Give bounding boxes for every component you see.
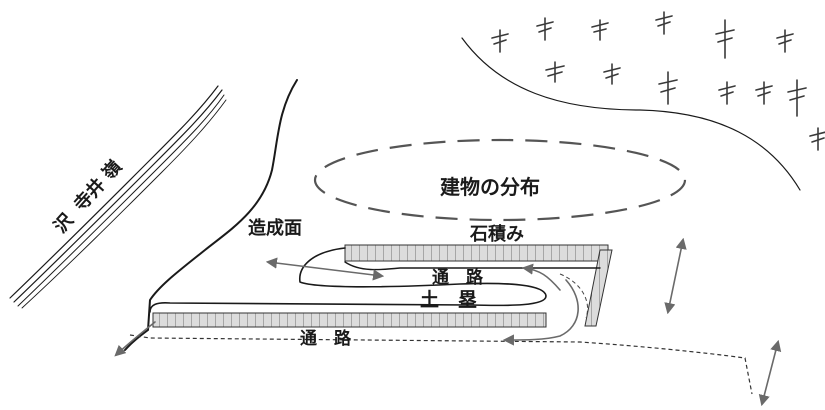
passage-upper-label: 通 路 — [432, 267, 484, 288]
tree-icon — [809, 127, 825, 151]
tree-icon — [591, 19, 609, 41]
tree-icon — [655, 11, 673, 35]
river-label: 沢 — [49, 209, 78, 238]
stream-lines — [9, 85, 227, 309]
tree-icon — [545, 61, 565, 83]
passage-dashed-curve — [559, 273, 588, 319]
double-arrow-icon — [758, 339, 782, 407]
stone-wall-right — [584, 249, 613, 327]
hillside-curve — [461, 37, 801, 191]
tree-icon — [536, 17, 554, 41]
passage-dashed-route — [129, 334, 753, 395]
earthwork-label: 土 塁 — [420, 289, 477, 311]
tree-icon — [718, 81, 736, 105]
passage-lower-label: 通 路 — [300, 328, 352, 349]
stone-wall-upper — [344, 244, 609, 262]
building-area-oval — [313, 138, 687, 222]
building-area-label: 建物の分布 — [440, 175, 540, 199]
tree-icon — [491, 29, 509, 53]
tree-icon — [755, 81, 773, 105]
arrow-icon — [502, 279, 579, 346]
tree-icon — [658, 71, 678, 105]
tree-icon — [787, 79, 807, 117]
arrow-icon — [521, 263, 561, 291]
tree-icons — [491, 11, 825, 151]
river-name-label: 寺井 嶺 — [69, 156, 126, 216]
arrow-icon — [265, 257, 385, 281]
stone-wall-lower — [152, 312, 547, 328]
graded-surface-boundary — [124, 79, 298, 351]
tree-icon — [603, 63, 621, 85]
arrow-icon — [114, 321, 156, 357]
earthwork-outline — [149, 247, 547, 313]
graded-surface-label: 造成面 — [248, 217, 302, 239]
tree-icon — [715, 19, 735, 59]
tree-icon — [776, 29, 794, 53]
stone-wall-label: 石積み — [469, 223, 524, 245]
double-arrow-icon — [664, 237, 687, 315]
